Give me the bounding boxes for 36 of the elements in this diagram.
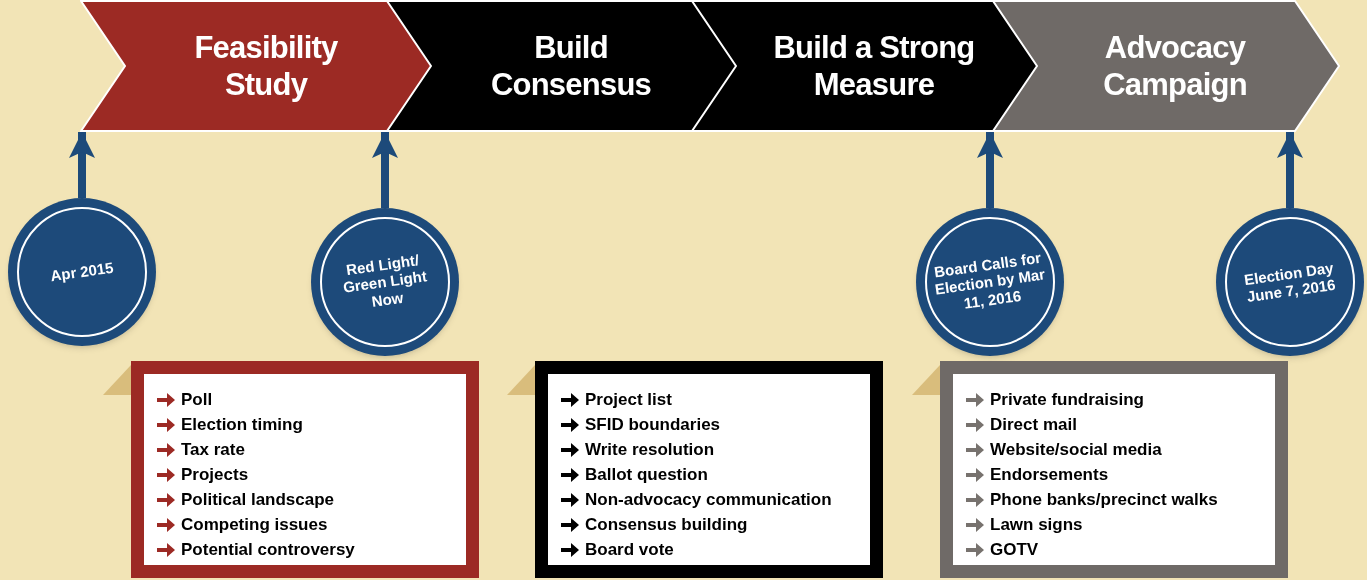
task-item: Private fundraising (990, 389, 1144, 411)
task-item: Board vote (585, 539, 674, 561)
milestone-label: Apr 2015 (48, 258, 116, 287)
arrow (69, 132, 95, 198)
task-item: Non-advocacy communication (585, 489, 832, 511)
task-item: Poll (181, 389, 213, 411)
milestone-label: Election Day June 7, 2016 (1242, 257, 1338, 307)
task-item: Lawn signs (990, 514, 1083, 536)
milestone-label: Board Calls for Election by Mar 11, 2016 (932, 248, 1048, 314)
task-item: GOTV (990, 539, 1039, 561)
stage-title: Feasibility Study (193, 28, 339, 104)
task-item: Ballot question (585, 464, 708, 486)
task-item: Political landscape (181, 489, 335, 511)
task-item: Website/social media (990, 439, 1162, 461)
task-item: Endorsements (990, 464, 1109, 486)
arrow (372, 132, 398, 208)
task-item: Projects (181, 464, 249, 486)
stage-title: Advocacy Campaign (1102, 28, 1248, 104)
task-item: Write resolution (585, 439, 715, 461)
milestone-label: Red Light/ Green Light Now (341, 250, 429, 312)
task-item: Competing issues (181, 514, 328, 536)
arrow (1277, 132, 1303, 208)
task-item: Consensus building (585, 514, 748, 536)
task-item: SFID boundaries (585, 414, 721, 436)
stage-title: Build Consensus (489, 28, 653, 104)
task-item: Project list (585, 389, 672, 411)
task-list-box (535, 361, 883, 578)
task-item: Tax rate (181, 439, 245, 461)
arrow (977, 132, 1003, 208)
task-item: Election timing (181, 414, 303, 436)
task-list-box (131, 361, 479, 578)
task-item: Direct mail (990, 414, 1077, 436)
stage-title: Build a Strong Measure (772, 28, 976, 104)
task-item: Phone banks/precinct walks (990, 489, 1218, 511)
task-item: Potential controversy (181, 539, 355, 561)
task-list-box (940, 361, 1288, 578)
